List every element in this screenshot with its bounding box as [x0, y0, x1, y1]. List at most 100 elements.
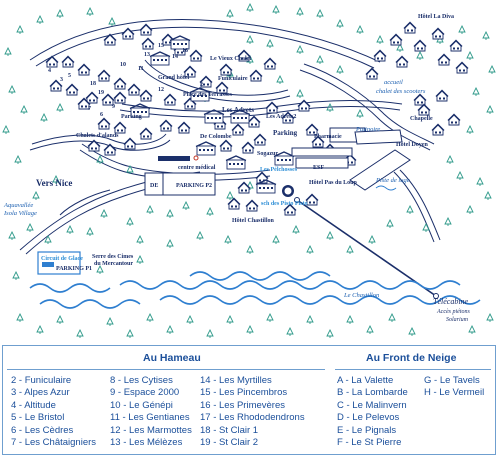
house-icon: [77, 63, 91, 76]
house-icon: [305, 193, 319, 206]
legend-item-front: B - La Lombarde: [337, 387, 408, 399]
label-acces-pietons: Accès piétons: [436, 309, 470, 315]
tree-icon: [8, 85, 16, 95]
label-grand-hotel: Grand hôtel: [158, 75, 190, 81]
house-icon: [241, 141, 255, 154]
label-place-terrasses: Place des Terrasses: [183, 92, 233, 98]
legend-item-hameau: 17 - Les Rhododendrons: [200, 412, 305, 424]
tree-icon: [456, 171, 464, 181]
tree-icon: [2, 125, 10, 135]
tree-icon: [336, 65, 344, 75]
tree-icon: [466, 51, 474, 61]
tree-icon: [36, 325, 44, 335]
apartment-block-icon: [149, 51, 171, 66]
house-icon: [139, 89, 153, 102]
tree-icon: [316, 9, 324, 19]
label-centre-medical: centre médical: [178, 165, 216, 171]
apartment-block-icon: [225, 155, 247, 170]
legend-item-hameau: 2 - Funiculaire: [11, 375, 72, 386]
legend-item-hameau: 6 - Les Cèdres: [11, 424, 74, 436]
tree-icon: [4, 47, 12, 57]
house-icon: [249, 69, 263, 82]
label-funiculaire: Funiculaire: [218, 76, 248, 82]
tree-icon: [306, 245, 314, 255]
house-icon: [417, 103, 431, 116]
label-hotel-doyen: Hôtel Doyen: [396, 142, 428, 148]
tree-icon: [8, 231, 16, 241]
legend-item-hameau: 7 - Les Châtaigniers: [11, 437, 97, 448]
tree-icon: [346, 315, 354, 325]
tree-icon: [356, 109, 364, 119]
cable-line: [294, 197, 439, 299]
house-icon: [431, 27, 445, 40]
legend-item-hameau: 3 - Alpes Azur: [11, 387, 70, 399]
tree-icon: [272, 235, 280, 245]
label-hotel-pas-du-loup: Hôtel Pas du Loup: [309, 180, 358, 186]
house-icon: [447, 113, 461, 126]
tree-icon: [246, 245, 254, 255]
legend-item-hameau: 12 - Les Marmottes: [110, 424, 192, 436]
label-sch-pisto: sch des Pisto Pisto: [261, 201, 308, 207]
label-num-7: 7: [88, 106, 91, 112]
label-vers-nice: Vers Nice: [36, 178, 72, 188]
house-icon: [435, 89, 449, 102]
legend-item-front: A - La Valette: [337, 375, 394, 386]
tree-icon: [86, 227, 94, 237]
tree-icon: [86, 7, 94, 17]
tree-icon: [166, 239, 174, 249]
legend-item-front: H - Le Vermeil: [424, 387, 485, 399]
legend-item-hameau: 14 - Les Myrtilles: [200, 375, 272, 386]
tree-icon: [226, 315, 234, 325]
tree-icon: [292, 225, 300, 235]
house-icon: [455, 61, 469, 74]
tree-icon: [76, 329, 84, 339]
legend-item-front: G - Le Tavels: [424, 375, 480, 386]
tree-icon: [386, 219, 394, 229]
tree-icon: [36, 15, 44, 25]
tree-icon: [96, 265, 104, 275]
tree-icon: [136, 235, 144, 245]
tree-icon: [366, 325, 374, 335]
label-num-18: 18: [90, 81, 96, 87]
tree-icon: [346, 245, 354, 255]
label-isola-village: Isola Village: [3, 210, 37, 217]
tree-icon: [422, 223, 430, 233]
label-piste-de-luge: Piste de luge: [375, 177, 410, 184]
tree-icon: [146, 205, 154, 215]
house-icon: [389, 33, 403, 46]
legend-item-front: D - Le Pelevos: [337, 412, 400, 424]
tree-icon: [444, 217, 452, 227]
tree-icon: [56, 9, 64, 19]
house-icon: [395, 55, 409, 68]
tree-icon: [226, 9, 234, 19]
house-icon: [123, 137, 137, 150]
tree-icon: [20, 105, 28, 115]
house-icon: [97, 117, 111, 130]
house-icon: [237, 181, 251, 194]
house-icon: [113, 77, 127, 90]
tree-icon: [476, 177, 484, 187]
house-icon: [141, 37, 155, 50]
legend-item-hameau: 4 - Altitude: [11, 399, 56, 411]
label-le-chastillon: Le Chastillon: [343, 292, 379, 299]
house-icon: [113, 91, 127, 104]
label-serre-cimes: Serre des Cimes: [92, 254, 134, 260]
tree-icon: [468, 325, 476, 335]
tree-icon: [296, 45, 304, 55]
tree-icon: [106, 317, 114, 327]
legend-item-hameau: 13 - Les Mélèzes: [110, 437, 183, 448]
tree-icon: [16, 313, 24, 323]
house-icon: [413, 93, 427, 106]
label-num-11: 11: [138, 66, 144, 72]
label-esf: ESF: [313, 165, 324, 171]
label-chalet-scooters: chalet des scooters: [376, 88, 426, 95]
house-icon: [245, 199, 259, 212]
label-pharmacie: Pharmacie: [314, 134, 342, 140]
roads: [19, 19, 441, 255]
tree-icon: [466, 125, 474, 135]
label-parking-p2: PARKING P2: [176, 183, 212, 189]
tree-icon: [66, 225, 74, 235]
tree-icon: [100, 209, 108, 219]
tree-icon: [206, 207, 214, 217]
tree-icon: [482, 31, 490, 41]
